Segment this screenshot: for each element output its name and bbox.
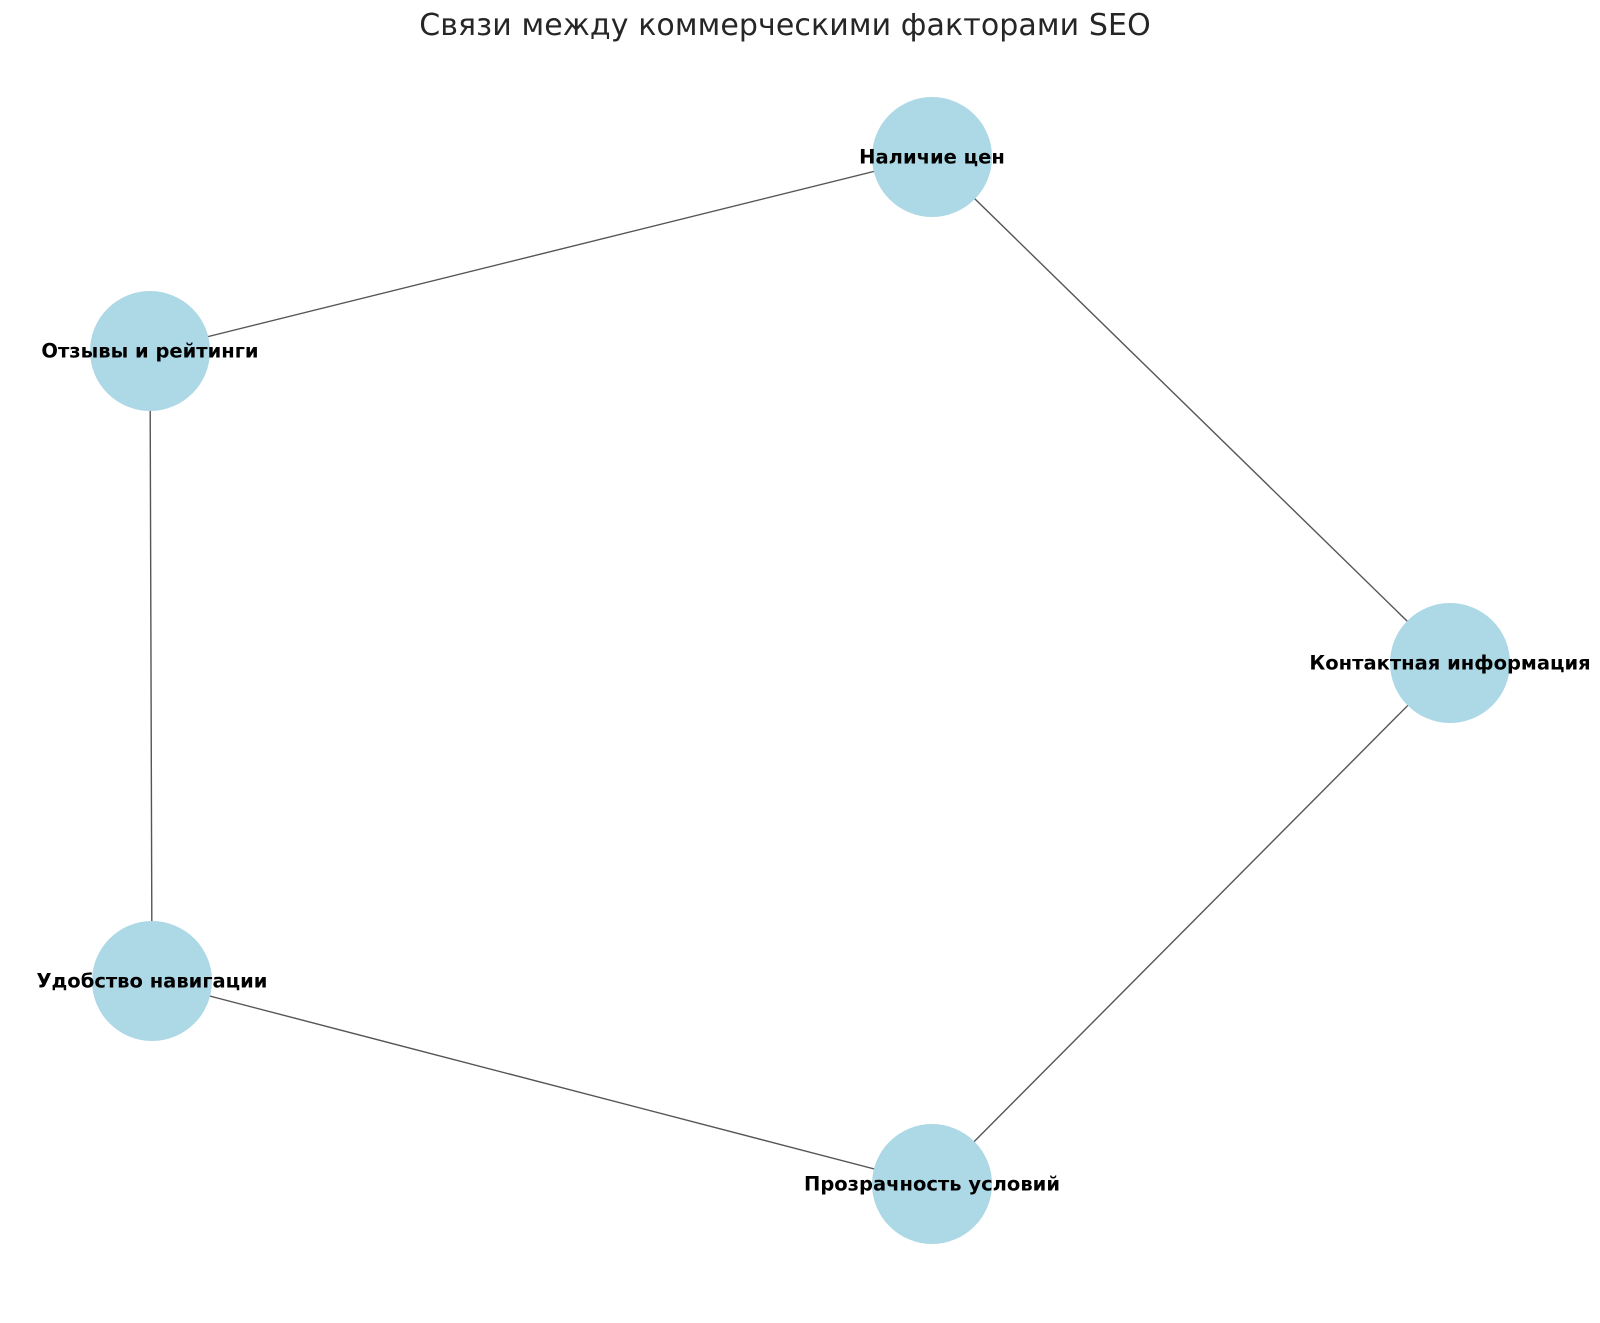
graph-edge — [931, 662, 1451, 1185]
page-title: Связи между коммерческими факторами SEO — [419, 8, 1151, 43]
graph-node-reviews[interactable] — [90, 291, 210, 411]
graph-node-contacts[interactable] — [1390, 603, 1510, 723]
graph-node-navigation[interactable] — [92, 921, 212, 1041]
graph-node-prices[interactable] — [872, 97, 992, 217]
graph-edge — [151, 980, 933, 1185]
graph-edge — [931, 156, 1451, 664]
graph-node-terms[interactable] — [872, 1124, 992, 1244]
graph-edge — [149, 350, 153, 982]
graph-edge — [149, 156, 933, 352]
